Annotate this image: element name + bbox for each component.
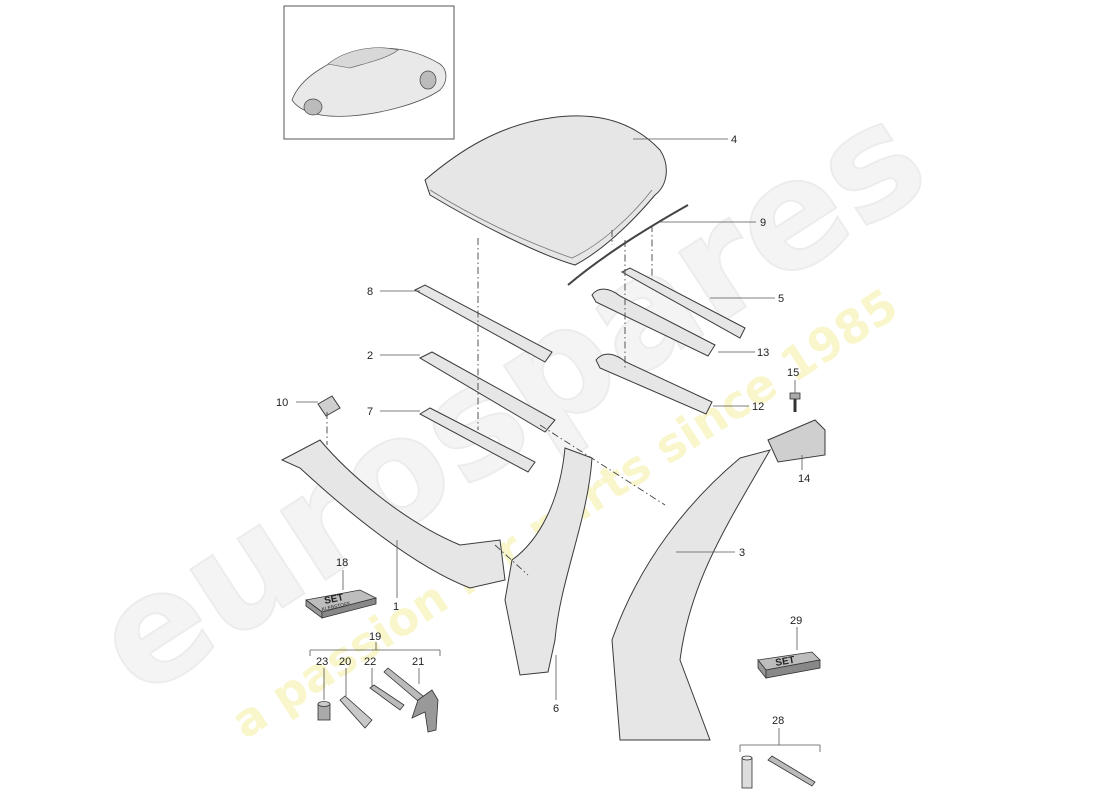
callout-18: 18 [336, 557, 348, 569]
callout-10: 10 [276, 397, 288, 409]
callout-23: 23 [316, 656, 328, 668]
callout-2: 2 [367, 350, 373, 362]
part-5-rail [620, 267, 746, 339]
part-7-rail [418, 407, 536, 473]
callout-19: 19 [369, 631, 381, 643]
callout-6: 6 [553, 703, 559, 715]
part-14-bracket [767, 419, 826, 463]
callout-28: 28 [772, 715, 784, 727]
part-8-rail [413, 284, 553, 363]
callout-1: 1 [393, 601, 399, 613]
part-1-windscreen-frame [280, 439, 506, 589]
part-28-items [741, 755, 816, 789]
callout-22: 22 [364, 656, 376, 668]
callout-7: 7 [367, 406, 373, 418]
part-roof-edge [429, 189, 653, 259]
set-29-label: SET [775, 655, 796, 669]
part-2-crossmember [418, 351, 556, 433]
vehicle-thumbnail [283, 5, 455, 140]
callout-3: 3 [739, 547, 745, 559]
part-20-tube [339, 695, 373, 729]
callout-8: 8 [367, 286, 373, 298]
assembly-lines [326, 225, 666, 576]
part-12-bow [595, 353, 713, 415]
car-wheel-front [303, 98, 323, 116]
leader-lines [296, 138, 821, 752]
part-15-bolt [789, 392, 801, 412]
part-18-set-box: SET KLEBSTOFF [305, 589, 378, 619]
part-13-bow [591, 288, 716, 357]
car-roof [327, 47, 399, 69]
set-18-sublabel: KLEBSTOFF [321, 601, 351, 613]
callout-5: 5 [778, 293, 784, 305]
callout-13: 13 [757, 347, 769, 359]
part-10-bracket [317, 395, 341, 417]
callout-14: 14 [798, 473, 810, 485]
part-6-a-pillar [504, 447, 593, 676]
part-21-gun [383, 667, 439, 733]
callout-21: 21 [412, 656, 424, 668]
part-22-nozzle [369, 684, 405, 711]
callout-15: 15 [787, 367, 799, 379]
part-roof-panel [424, 115, 667, 266]
car-wheel-rear [419, 70, 437, 90]
callout-12: 12 [752, 401, 764, 413]
part-seal-strip [567, 204, 689, 286]
callout-29: 29 [790, 615, 802, 627]
callout-20: 20 [339, 656, 351, 668]
part-23-cartridge [317, 701, 331, 721]
callout-4: 4 [731, 134, 737, 146]
set-18-label: SET [323, 592, 344, 607]
part-29-set-box: SET [757, 651, 821, 680]
callout-numbers: 4 9 8 5 2 13 15 10 7 12 14 3 18 1 29 19 … [276, 134, 810, 727]
callout-9: 9 [760, 217, 766, 229]
part-3-b-pillar [611, 449, 772, 741]
